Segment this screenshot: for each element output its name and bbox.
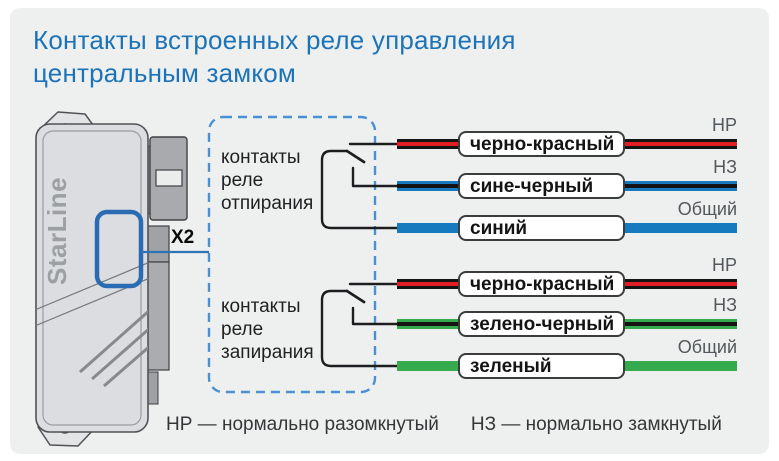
x2-label: X2 [171, 227, 195, 248]
wire-label: черно-красный [458, 271, 625, 297]
wire-label: сине-черный [458, 173, 625, 199]
starline-logo: StarLine [42, 177, 72, 285]
terminal-label: Общий [677, 337, 737, 357]
terminal-label: Общий [677, 199, 737, 219]
terminal-label: НР [711, 115, 737, 135]
legend-item-nr: НР — нормально разомкнутый [166, 414, 439, 435]
wire-label: синий [458, 215, 625, 241]
wire-label: зелено-черный [458, 311, 625, 337]
connector-x2-highlight [94, 209, 144, 289]
device-connectors [141, 136, 188, 405]
terminal-label: НЗ [713, 157, 737, 177]
page-title-line1: Контакты встроенных реле управления [33, 25, 516, 55]
connector-lower [144, 261, 170, 371]
relay-contact-symbol-unlock [320, 142, 399, 230]
device-body: StarLine [35, 123, 149, 433]
relay-contact-symbol-lock [320, 282, 399, 368]
dashed-region [207, 115, 377, 394]
connector-slot [155, 169, 183, 187]
wire-label: черно-красный [458, 131, 625, 157]
relay-group-label-lock: контакты реле запирания [221, 296, 314, 363]
legend: НР — нормально разомкнутый НЗ — нормальн… [166, 414, 722, 436]
terminal-label: НР [711, 255, 737, 275]
page-title-line2: центральным замком [33, 58, 296, 88]
terminal-label: НЗ [713, 295, 737, 315]
relay-group-label-unlock: контакты реле отпирания [221, 147, 314, 214]
page-title: Контакты встроенных реле управления цент… [33, 24, 633, 90]
legend-item-nz: НЗ — нормально замкнутый [470, 414, 722, 435]
vent-stripes [79, 308, 148, 388]
wire-label: зеленый [458, 353, 625, 379]
connector-x2-block [144, 225, 170, 263]
